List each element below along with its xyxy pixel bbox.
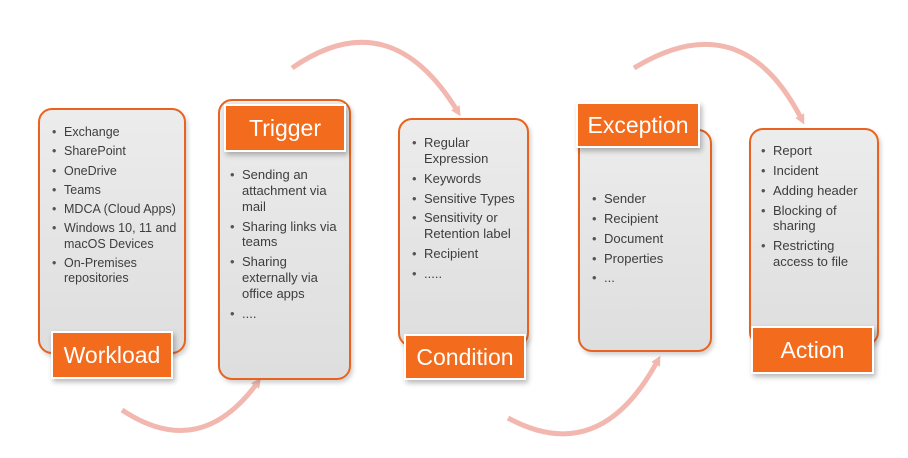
list-item: Regular Expression — [412, 135, 524, 167]
list-item: Windows 10, 11 and macOS Devices — [52, 221, 180, 252]
trigger-label: Trigger — [224, 104, 346, 152]
workload-label: Workload — [51, 331, 173, 379]
list-item: Sharing links via teams — [230, 219, 346, 251]
list-item: Incident — [761, 163, 875, 179]
exception-card: Sender Recipient Document Properties ... — [578, 129, 712, 352]
list-item: Teams — [52, 183, 180, 199]
action-list: Report Incident Adding header Blocking o… — [761, 143, 875, 274]
action-label: Action — [751, 326, 874, 374]
list-item: Restricting access to file — [761, 238, 875, 270]
workload-list: Exchange SharePoint OneDrive Teams MDCA … — [52, 125, 180, 290]
list-item: Recipient — [412, 246, 524, 262]
list-item: Sender — [592, 191, 704, 207]
list-item: ..... — [412, 266, 524, 282]
condition-list: Regular Expression Keywords Sensitive Ty… — [412, 135, 524, 286]
arrow-workload-to-trigger — [120, 377, 261, 433]
list-item: MDCA (Cloud Apps) — [52, 202, 180, 218]
list-item: Keywords — [412, 171, 524, 187]
list-item: Recipient — [592, 211, 704, 227]
exception-list: Sender Recipient Document Properties ... — [592, 191, 704, 290]
list-item: On-Premises repositories — [52, 256, 180, 287]
list-item: Sensitive Types — [412, 191, 524, 207]
condition-card: Regular Expression Keywords Sensitive Ty… — [398, 118, 529, 347]
list-item: Sending an attachment via mail — [230, 167, 346, 215]
action-card: Report Incident Adding header Blocking o… — [749, 128, 879, 346]
list-item: Report — [761, 143, 875, 159]
list-item: ... — [592, 270, 704, 286]
list-item: Blocking of sharing — [761, 203, 875, 235]
list-item: .... — [230, 306, 346, 322]
arrow-condition-to-exception — [506, 355, 661, 437]
trigger-list: Sending an attachment via mail Sharing l… — [230, 167, 346, 326]
list-item: Adding header — [761, 183, 875, 199]
list-item: Exchange — [52, 125, 180, 141]
list-item: Properties — [592, 251, 704, 267]
list-item: Sharing externally via office apps — [230, 254, 346, 302]
list-item: OneDrive — [52, 164, 180, 180]
list-item: Document — [592, 231, 704, 247]
list-item: SharePoint — [52, 144, 180, 160]
exception-label: Exception — [576, 102, 700, 148]
workload-card: Exchange SharePoint OneDrive Teams MDCA … — [38, 108, 186, 354]
list-item: Sensitivity or Retention label — [412, 210, 524, 242]
condition-label: Condition — [404, 334, 526, 380]
